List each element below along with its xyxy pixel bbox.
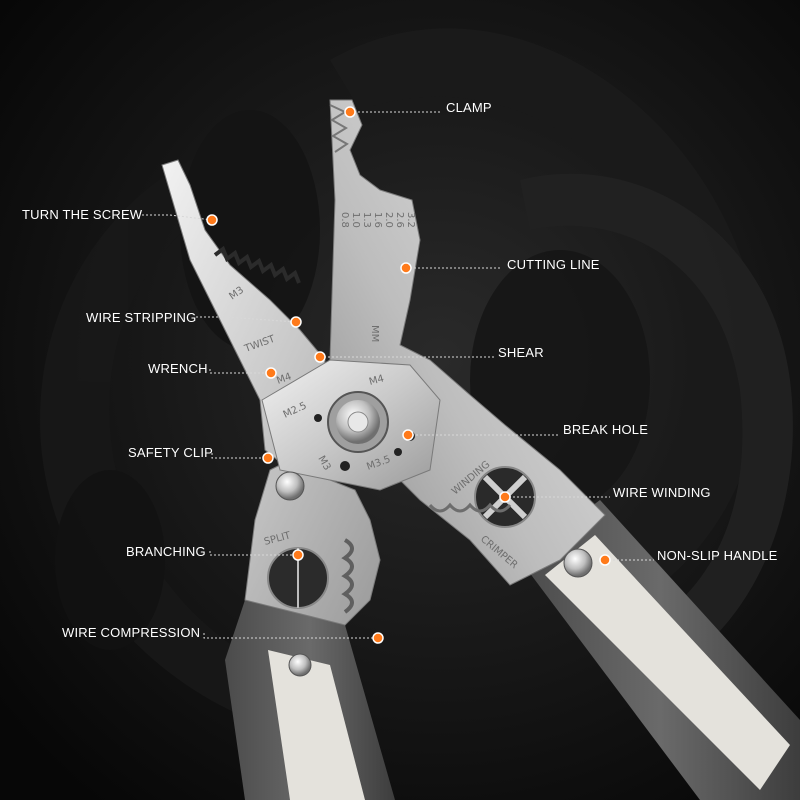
marking-scale-1: 0.8 (339, 212, 350, 228)
pivot-plate (261, 359, 441, 501)
left-handle (225, 600, 395, 800)
marking-scale-7: 3.2 (405, 212, 416, 228)
callout-dot-non-slip-handle (599, 554, 611, 566)
callout-wire-stripping: WIRE STRIPPING (86, 310, 197, 325)
callout-dot-shear (314, 351, 326, 363)
marking-scale-unit: MM (369, 325, 380, 342)
callout-dot-safety-clip (262, 452, 274, 464)
callout-non-slip-handle: NON-SLIP HANDLE (657, 548, 778, 563)
callout-dot-cutting-line (400, 262, 412, 274)
marking-m4-left: M4 (275, 371, 293, 386)
callout-wrench: WRENCH (148, 361, 208, 376)
callout-break-hole: BREAK HOLE (563, 422, 649, 437)
callout-dot-turn-the-screw (206, 214, 218, 226)
callout-cutting-line: CUTTING LINE (507, 257, 600, 272)
callout-dot-branching (292, 549, 304, 561)
marking-scale-2: 1.0 (350, 212, 361, 228)
marking-scale-4: 1.6 (372, 212, 383, 228)
left-jaw (161, 159, 381, 626)
marking-m4-right: M4 (368, 373, 385, 388)
callout-dot-wrench (265, 367, 277, 379)
callout-leader-lines (142, 111, 654, 639)
marking-scale-5: 2.0 (383, 212, 394, 228)
callout-safety-clip: SAFETY CLIP (128, 445, 214, 460)
callout-shear: SHEAR (498, 345, 544, 360)
callout-clamp: CLAMP (446, 100, 492, 115)
callout-branching: BRANCHING (126, 544, 206, 559)
callout-wire-winding: WIRE WINDING (613, 485, 711, 500)
right-handle (520, 500, 800, 800)
callout-dot-wire-compression (372, 632, 384, 644)
callout-dot-clamp (344, 106, 356, 118)
marking-scale-3: 1.3 (361, 212, 372, 228)
callout-dot-wire-stripping (290, 316, 302, 328)
callout-dots (206, 106, 611, 644)
callout-dot-wire-winding (499, 491, 511, 503)
marking-scale-6: 2.6 (394, 212, 405, 228)
callout-wire-compression: WIRE COMPRESSION (62, 625, 201, 640)
safety-clip-rivet (275, 471, 305, 501)
callout-dot-break-hole (402, 429, 414, 441)
callout-turn-the-screw: TURN THE SCREW (22, 207, 143, 222)
